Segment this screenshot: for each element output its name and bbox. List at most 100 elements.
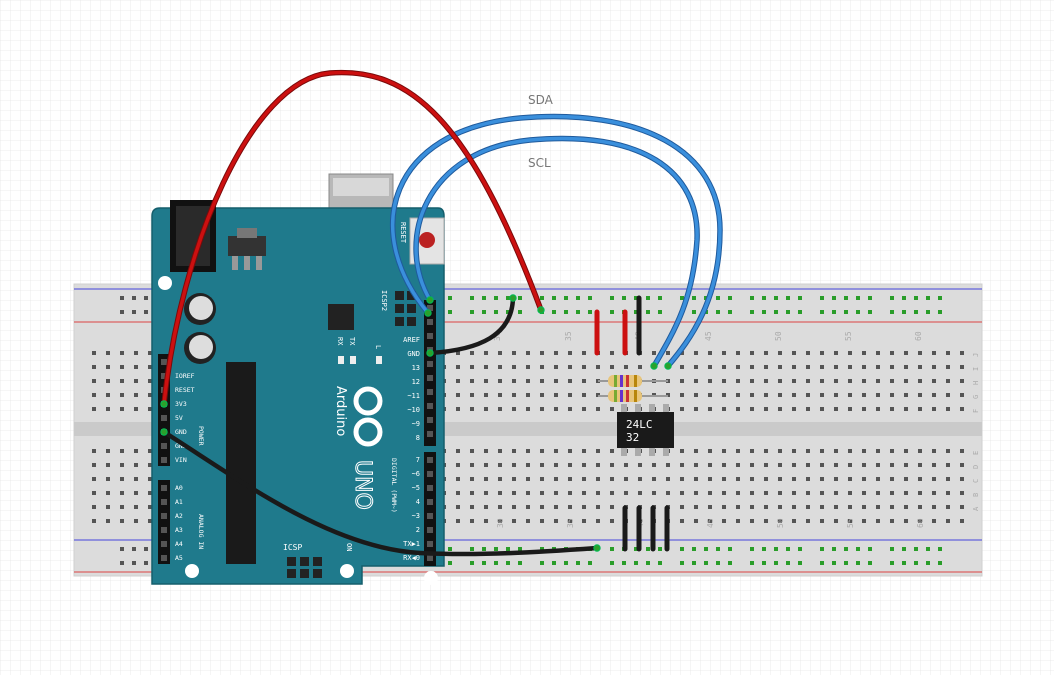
breadboard-hole xyxy=(946,407,950,411)
digital-header: AREF GND 13 12 ~11 ~10 ~9 8 7 ~6 ~5 4 ~3… xyxy=(390,300,436,566)
breadboard-hole xyxy=(582,379,586,383)
digital-pin-label: 13 xyxy=(412,364,420,372)
header-pin xyxy=(427,541,433,547)
breadboard-hole xyxy=(728,561,732,565)
icsp2-pin xyxy=(395,317,404,326)
power-pin-label: RESET xyxy=(175,386,195,394)
breadboard-hole xyxy=(92,379,96,383)
breadboard-hole xyxy=(848,463,852,467)
breadboard-hole xyxy=(708,379,712,383)
breadboard-hole xyxy=(134,351,138,355)
breadboard-hole xyxy=(736,491,740,495)
breadboard-hole xyxy=(448,561,452,565)
breadboard-hole xyxy=(666,491,670,495)
breadboard-hole xyxy=(638,365,642,369)
breadboard-hole xyxy=(890,463,894,467)
icsp2-pin xyxy=(407,304,416,313)
analog-pin-label: A5 xyxy=(175,554,183,562)
breadboard-hole xyxy=(832,296,836,300)
wire-endpoints xyxy=(160,294,672,552)
breadboard-hole xyxy=(148,365,152,369)
breadboard-hole xyxy=(932,477,936,481)
breadboard-hole xyxy=(904,519,908,523)
breadboard-hole xyxy=(526,379,530,383)
breadboard-hole xyxy=(482,547,486,551)
breadboard-hole xyxy=(666,477,670,481)
breadboard-hole xyxy=(92,407,96,411)
breadboard-hole xyxy=(554,491,558,495)
column-number: 35 xyxy=(564,331,573,341)
breadboard-hole xyxy=(134,519,138,523)
breadboard-hole xyxy=(120,407,124,411)
breadboard-hole xyxy=(806,407,810,411)
breadboard-hole xyxy=(876,379,880,383)
breadboard-hole xyxy=(736,477,740,481)
breadboard-hole xyxy=(106,379,110,383)
breadboard-hole xyxy=(568,379,572,383)
breadboard-hole xyxy=(774,310,778,314)
breadboard-hole xyxy=(932,393,936,397)
breadboard-hole xyxy=(518,561,522,565)
breadboard-hole xyxy=(456,477,460,481)
breadboard-hole xyxy=(554,463,558,467)
capacitor-top xyxy=(189,335,213,359)
analog-pin-label: A1 xyxy=(175,498,183,506)
breadboard-hole xyxy=(914,561,918,565)
breadboard-hole xyxy=(848,505,852,509)
breadboard-hole xyxy=(568,463,572,467)
breadboard-hole xyxy=(506,547,510,551)
breadboard-hole xyxy=(918,351,922,355)
breadboard-hole xyxy=(716,310,720,314)
icsp2-header: ICSP2 xyxy=(380,290,416,326)
header-pin xyxy=(427,417,433,423)
breadboard-hole xyxy=(960,477,964,481)
breadboard-hole xyxy=(680,407,684,411)
breadboard-hole xyxy=(596,463,600,467)
breadboard-hole xyxy=(856,296,860,300)
breadboard-hole xyxy=(778,519,782,523)
breadboard-hole xyxy=(610,561,614,565)
breadboard-hole xyxy=(764,463,768,467)
breadboard-hole xyxy=(890,477,894,481)
breadboard-hole xyxy=(820,463,824,467)
breadboard-hole xyxy=(92,519,96,523)
header-pin xyxy=(161,513,167,519)
breadboard-hole xyxy=(470,310,474,314)
analog-pin-label: A3 xyxy=(175,526,183,534)
breadboard-hole xyxy=(708,365,712,369)
breadboard-hole xyxy=(106,393,110,397)
breadboard-hole xyxy=(540,351,544,355)
breadboard-hole xyxy=(498,505,502,509)
on-label: ON xyxy=(345,543,353,551)
breadboard-hole xyxy=(694,505,698,509)
breadboard-hole xyxy=(646,310,650,314)
wire-endpoint xyxy=(509,294,517,302)
breadboard-hole xyxy=(750,351,754,355)
breadboard-hole xyxy=(132,310,136,314)
breadboard-hole xyxy=(564,310,568,314)
breadboard-hole xyxy=(820,393,824,397)
breadboard-hole xyxy=(890,296,894,300)
reset-button[interactable] xyxy=(419,232,435,248)
row-letter: H xyxy=(972,381,980,385)
breadboard-hole xyxy=(820,561,824,565)
breadboard-hole xyxy=(722,393,726,397)
breadboard-hole xyxy=(890,407,894,411)
regulator-tab xyxy=(237,228,257,238)
header-pin xyxy=(427,485,433,491)
breadboard-hole xyxy=(890,393,894,397)
breadboard-hole xyxy=(120,561,124,565)
mounting-hole xyxy=(158,276,172,290)
power-wire-red-highlight xyxy=(162,70,543,406)
breadboard-hole xyxy=(658,561,662,565)
breadboard-hole xyxy=(736,463,740,467)
breadboard-hole xyxy=(750,463,754,467)
breadboard-hole xyxy=(134,491,138,495)
breadboard-hole xyxy=(92,449,96,453)
breadboard-hole xyxy=(540,491,544,495)
breadboard-hole xyxy=(470,547,474,551)
breadboard-hole xyxy=(932,463,936,467)
breadboard-hole xyxy=(694,477,698,481)
power-pin-label: IOREF xyxy=(175,372,195,380)
breadboard-hole xyxy=(576,310,580,314)
